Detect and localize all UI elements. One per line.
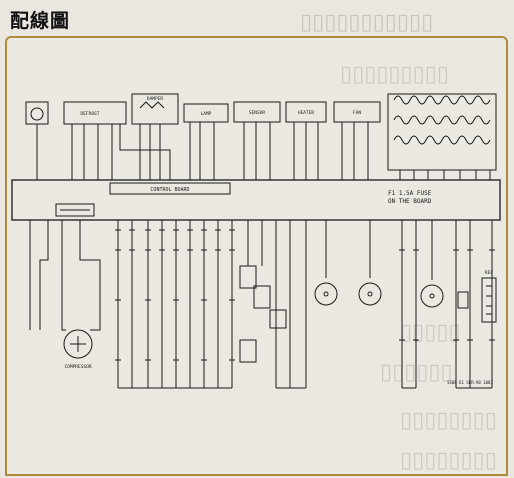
lower-wires [29,220,493,388]
fan-box [333,101,381,123]
defrost-box [63,101,127,125]
compressor-label: COMPRESSOR [64,364,91,370]
compressor-cross-icon [70,336,86,352]
fan-motor-icon [314,282,338,306]
lamp-box [183,103,229,123]
defrost-label: DEFROST [81,111,100,117]
relay-box [239,265,257,289]
fuse-note-line2: ON THE BOARD [388,198,432,205]
compressor-wires [61,300,101,331]
page-title: 配線圖 [10,10,71,32]
damper-box [131,93,179,125]
small-switch-box [457,291,469,309]
terminal-ticks [115,229,495,361]
board-label: CONTROL BOARD [150,187,189,193]
upper-wires [36,122,491,180]
fan-motor-center-icon [323,291,329,297]
heater-coil-icon [393,115,491,125]
footer-note: SSDB E1 SER-90 1003 [447,380,493,385]
fan-motor-icon [358,282,382,306]
wiring-diagram-panel [5,36,508,476]
heater-label: HEATER [298,110,315,116]
fan-motor-center-icon [429,293,435,299]
sensor-box [233,101,281,123]
fuse-note-line1: F1 1.5A FUSE [388,190,432,197]
fan-motor-center-icon [367,291,373,297]
right-component-block [387,93,497,171]
board-connector [109,182,231,195]
heater-coil-icon [393,95,491,105]
relay-box [253,285,271,309]
motor-symbol-icon [30,107,44,121]
relay-box [239,339,257,363]
lamp-label: LAMP [201,111,212,117]
heater-coil-icon [393,135,491,145]
receptacle-pins [486,285,492,315]
fan-label: FAN [353,110,361,116]
thermostat-box [55,203,95,217]
compressor-symbol-icon [63,329,93,359]
sensor-label: SENSOR [249,110,266,116]
terminal-box [25,101,49,125]
relay-box [269,309,287,329]
damper-label: DAMPER [147,96,164,102]
control-board [11,179,501,221]
receptacle-label: REC [485,270,493,276]
resistor-symbol-icon [139,101,165,109]
receptacle-box [481,277,497,323]
fan-motor-icon [420,284,444,308]
